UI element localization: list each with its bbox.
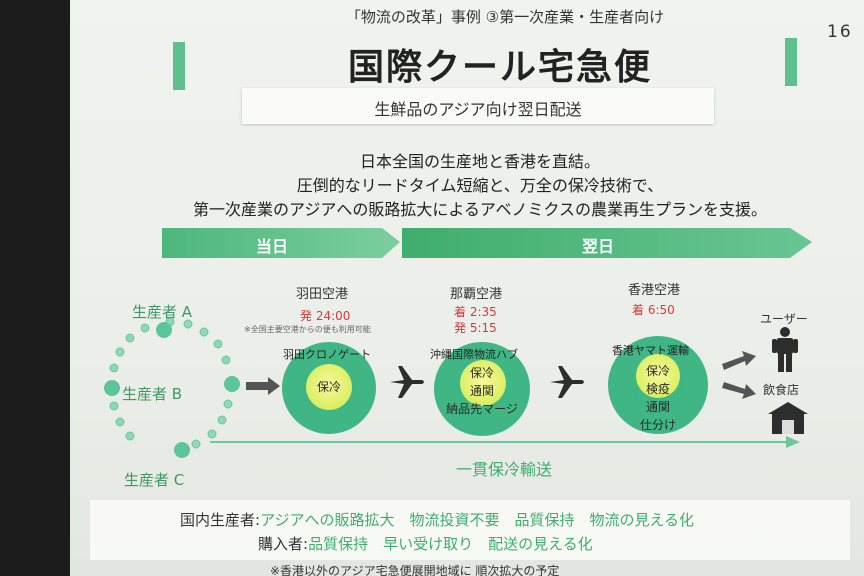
naha-core xyxy=(460,360,506,406)
hongkong-airport-label: 香港空港 xyxy=(628,283,681,298)
page-number: 16 xyxy=(827,22,853,42)
buyer-benefits: 購入者:品質保持 早い受け取り 配送の見える化 xyxy=(258,533,593,554)
producer-a-label: 生産者 A xyxy=(132,303,193,321)
haneda-note: ※全国主要空港からの便も利用可能 xyxy=(244,325,371,334)
domestic-items: アジアへの販路拡大 物流投資不要 品質保持 物流の見える化 xyxy=(260,511,695,529)
buyer-items: 品質保持 早い受け取り 配送の見える化 xyxy=(308,535,593,553)
hongkong-arrival-time: 着 6:50 xyxy=(632,303,675,317)
producer-c-label: 生産者 C xyxy=(124,471,185,489)
right-arrow-icon xyxy=(246,377,280,395)
user-label: ユーザー xyxy=(760,312,808,326)
hongkong-step-3: 通関 xyxy=(645,400,670,414)
title-bar-left xyxy=(173,42,185,90)
through-cold-arrow xyxy=(210,436,800,448)
producer-b-right-node xyxy=(224,376,240,392)
hongkong-hub-label: 香港ヤマト運輸 xyxy=(612,344,689,357)
page-title: 国際クール宅急便 xyxy=(347,47,652,88)
same-day-label: 当日 xyxy=(256,237,289,256)
down-right-arrow-icon xyxy=(722,382,756,399)
naha-step-1: 保冷 xyxy=(469,366,494,380)
up-right-arrow-icon xyxy=(722,351,756,370)
producer-b-node xyxy=(104,380,120,396)
airplane-icon xyxy=(550,366,584,398)
hongkong-step-2: 検疫 xyxy=(645,382,670,396)
producer-b-label: 生産者 B xyxy=(122,385,183,403)
person-icon xyxy=(772,327,798,372)
through-cold-label: 一貫保冷輸送 xyxy=(456,460,553,479)
haneda-step-1: 保冷 xyxy=(316,380,341,394)
title-bar-right xyxy=(785,38,797,86)
restaurant-label: 飲食店 xyxy=(763,383,800,397)
haneda-hub-label: 羽田クロノゲート xyxy=(283,348,371,361)
slide-subtitle: 「物流の改革」事例 ③第一次産業・生産者向け xyxy=(345,8,665,26)
naha-arrival-time: 着 2:35 xyxy=(454,305,497,319)
delivery-arrows xyxy=(722,351,756,399)
benefits-box xyxy=(90,500,850,560)
domestic-benefits: 国内生産者:アジアへの販路拡大 物流投資不要 品質保持 物流の見える化 xyxy=(180,509,694,530)
store-icon xyxy=(768,402,808,434)
hongkong-step-1: 保冷 xyxy=(645,364,670,378)
slide: 「物流の改革」事例 ③第一次産業・生産者向け 16 国際クール宅急便 生鮮品のア… xyxy=(70,0,864,576)
timeline-arrows xyxy=(162,228,812,258)
next-day-label: 翌日 xyxy=(582,237,615,256)
haneda-core xyxy=(306,364,352,410)
footnote: ※香港以外のアジア宅急便展開地域に 順次拡大の予定 xyxy=(270,564,560,576)
domestic-label: 国内生産者: xyxy=(180,511,261,529)
naha-airport-label: 那覇空港 xyxy=(450,287,503,302)
hongkong-core xyxy=(636,354,680,398)
description-line-3: 第一次産業のアジアへの販路拡大によるアベノミクスの農業再生プランを支援。 xyxy=(192,200,768,219)
description-line-2: 圧倒的なリードタイム短縮と、万全の保冷技術で、 xyxy=(296,176,664,195)
airplane-icon xyxy=(390,366,424,398)
producer-ring xyxy=(104,317,240,458)
description-line-1: 日本全国の生産地と香港を直結。 xyxy=(359,152,600,171)
producer-c-node xyxy=(174,442,190,458)
hongkong-step-4: 仕分け xyxy=(639,418,676,432)
next-day-arrow xyxy=(402,228,812,258)
tagline: 生鮮品のアジア向け翌日配送 xyxy=(374,100,582,119)
buyer-label: 購入者: xyxy=(258,535,309,553)
same-day-arrow xyxy=(162,228,400,258)
tagline-box xyxy=(242,88,714,124)
naha-departure-time: 発 5:15 xyxy=(454,321,497,335)
naha-hub-label: 沖縄国際物流ハブ xyxy=(430,348,518,361)
naha-step-2: 通関 xyxy=(469,384,494,398)
haneda-departure-time: 発 24:00 xyxy=(300,309,351,323)
producer-a-node xyxy=(156,322,172,338)
naha-step-3: 納品先マージ xyxy=(446,402,518,416)
haneda-airport-label: 羽田空港 xyxy=(296,287,349,302)
